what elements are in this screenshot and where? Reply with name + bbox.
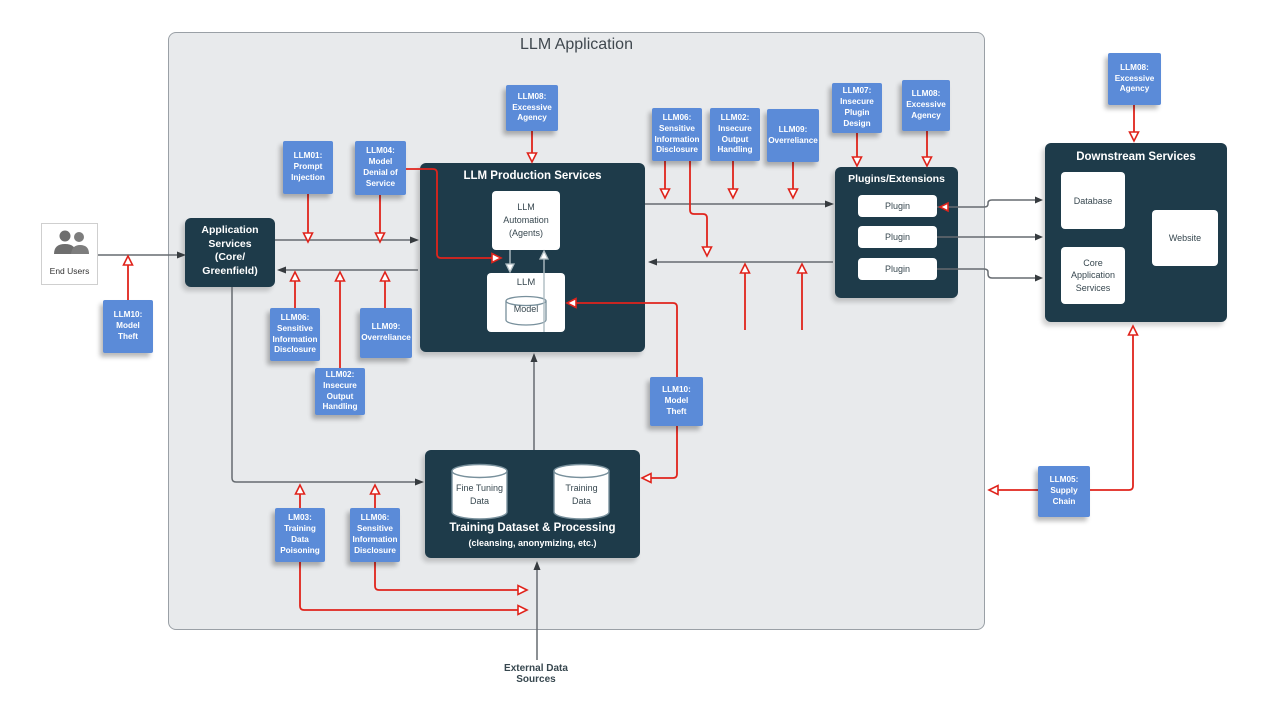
note-llm10-center: LLM10: Model Theft bbox=[650, 377, 703, 426]
website-box: Website bbox=[1152, 210, 1218, 266]
arrow-into-coreapp bbox=[1035, 274, 1043, 282]
llm-label: LLM bbox=[516, 277, 536, 288]
fine-tuning-cylinder-icon bbox=[451, 463, 508, 520]
arrowhead-llm08-right bbox=[1128, 131, 1140, 143]
note-llm05-right: LLM05: Supply Chain bbox=[1038, 466, 1090, 517]
threat-line-llm05-up bbox=[1090, 334, 1134, 491]
llm-automation-box: LLM Automation (Agents) bbox=[492, 191, 560, 250]
note-llm09-midleft: LLM09: Overreliance bbox=[360, 308, 412, 358]
training-subtitle: (cleansing, anonymizing, etc.) bbox=[468, 538, 597, 548]
note-llm08-top: LLM08: Excessive Agency bbox=[506, 85, 558, 131]
arrow-into-database bbox=[1035, 196, 1043, 204]
end-users-icon bbox=[54, 230, 89, 254]
application-services-title: Application Services (Core/ Greenfield) bbox=[201, 224, 259, 277]
llm-production-title: LLM Production Services bbox=[463, 170, 602, 182]
note-llm06-topmid: LLM06: Sensitive Information Disclosure bbox=[652, 108, 702, 161]
note-llm02-topmid: LLM02: Insecure Output Handling bbox=[710, 108, 760, 161]
plugins-title: Plugins/Extensions bbox=[848, 173, 945, 185]
end-users-box: End Users bbox=[41, 223, 98, 285]
end-users-label: End Users bbox=[49, 266, 90, 276]
note-llm04-top: LLM04: Model Denial of Service bbox=[355, 141, 406, 195]
training-title: Training Dataset & Processing bbox=[449, 522, 616, 534]
note-llm08-plugins: LLM08: Excessive Agency bbox=[902, 80, 950, 131]
note-llm08-right: LLM08: Excessive Agency bbox=[1108, 53, 1161, 105]
fine-tuning-label: Fine Tuning Data bbox=[455, 483, 504, 506]
note-llm07-plugins: LLM07: Insecure Plugin Design bbox=[832, 83, 882, 133]
diagram-title: LLM Application bbox=[520, 36, 633, 53]
external-data-sources-label: External Data Sources bbox=[504, 663, 568, 685]
plugin-item-2: Plugin bbox=[858, 226, 937, 248]
training-data-label: Training Data bbox=[565, 483, 598, 506]
database-box: Database bbox=[1061, 172, 1125, 229]
note-llm02-midleft: LLM02: Insecure Output Handling bbox=[315, 368, 365, 415]
application-services-box: Application Services (Core/ Greenfield) bbox=[185, 218, 275, 287]
model-label: Model bbox=[513, 304, 539, 314]
note-llm10-left: LLM10: Model Theft bbox=[103, 300, 153, 353]
plugin-item-1: Plugin bbox=[858, 195, 937, 217]
note-lm03-bottom: LM03: Training Data Poisoning bbox=[275, 508, 325, 562]
note-llm09-topmid: LLM09: Overreliance bbox=[767, 109, 819, 162]
arrowhead-llm10-left bbox=[122, 254, 134, 266]
arrowhead-llm05-downstream bbox=[1127, 324, 1139, 336]
note-llm06-bottom: LLM06: Sensitive Information Disclosure bbox=[350, 508, 400, 562]
model-cylinder-icon bbox=[505, 295, 547, 326]
arrow-into-downstream-mid bbox=[1035, 233, 1043, 241]
note-llm06-midleft: LLM06: Sensitive Information Disclosure bbox=[270, 308, 320, 361]
plugin-item-3: Plugin bbox=[858, 258, 937, 280]
core-app-services-box: Core Application Services bbox=[1061, 247, 1125, 304]
note-llm01-top: LLM01: Prompt Injection bbox=[283, 141, 333, 194]
downstream-title: Downstream Services bbox=[1076, 151, 1196, 163]
arrowhead-llm05-boundary bbox=[987, 484, 999, 496]
